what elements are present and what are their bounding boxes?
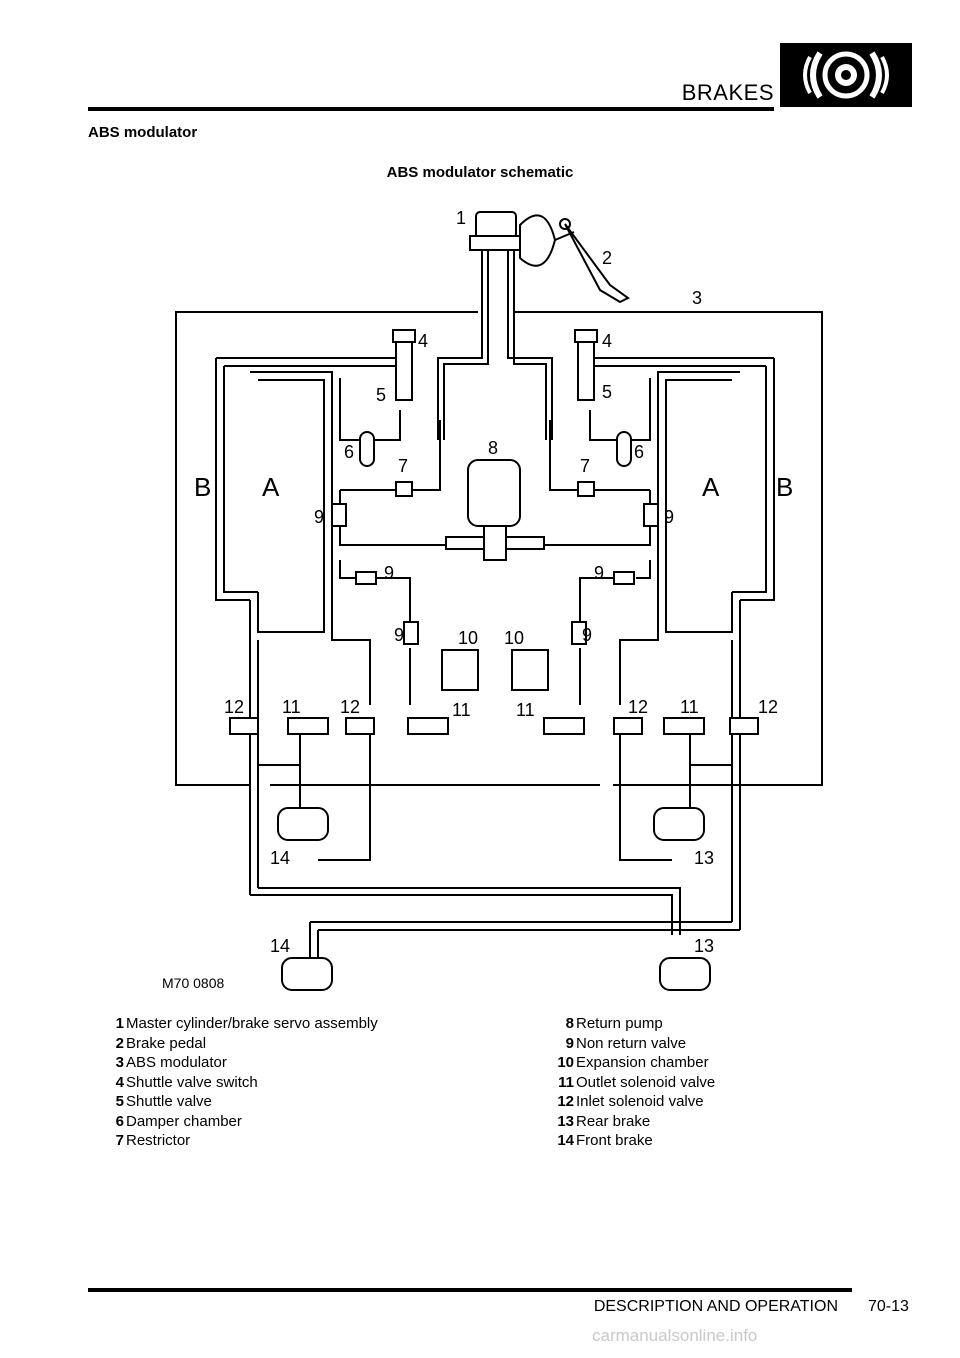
callout-12-b: 12 (340, 697, 360, 717)
callout-11-d: 11 (680, 697, 699, 717)
section-title: ABS modulator (88, 124, 198, 141)
callout-9-e: 9 (394, 625, 404, 645)
callout-9-d: 9 (594, 563, 604, 583)
callout-4-left: 4 (418, 331, 428, 351)
circuit-b-right (590, 357, 775, 601)
callout-10-left: 10 (458, 628, 478, 648)
feed-line-left (437, 236, 483, 440)
circuit-a-left (250, 371, 371, 705)
callout-13-a: 13 (694, 848, 714, 868)
restrictor-right (577, 481, 595, 497)
header-rule (88, 107, 774, 111)
callout-9-a: 9 (314, 507, 324, 527)
callout-2: 2 (602, 248, 612, 268)
figure-caption: ABS modulator schematic (386, 164, 574, 181)
footer-page-number: 70-13 (868, 1298, 909, 1315)
callout-9-c: 9 (384, 563, 394, 583)
callout-9-b: 9 (664, 507, 674, 527)
modulator-outline (175, 311, 823, 786)
callout-1: 1 (456, 208, 466, 228)
master-cylinder (469, 211, 575, 267)
footer-rule (88, 1288, 852, 1292)
callout-10-right: 10 (504, 628, 524, 648)
circuit-label-a-right: A (702, 472, 720, 502)
return-pump (445, 459, 545, 561)
brake-pedal (559, 218, 630, 304)
damper-chamber-left (359, 431, 375, 467)
callout-13-b: 13 (694, 936, 714, 956)
callout-12-a: 12 (224, 697, 244, 717)
brake-calipers (277, 807, 711, 991)
callout-6-right: 6 (634, 442, 644, 462)
circuit-label-b-right: B (776, 472, 793, 502)
page-header-title: BRAKES (681, 80, 774, 105)
callout-5-right: 5 (602, 382, 612, 402)
circuit-a-right (619, 371, 740, 705)
circuit-label-b-left: B (194, 472, 211, 502)
callout-14-a: 14 (270, 848, 290, 868)
callout-7-right: 7 (580, 456, 590, 476)
abs-modulator-schematic: 1 2 3 4 4 5 5 6 6 7 7 8 9 9 9 9 9 9 10 1… (162, 208, 823, 991)
callout-11-b: 11 (452, 700, 471, 720)
shuttle-valve-left (392, 329, 416, 401)
callout-7-left: 7 (398, 456, 408, 476)
restrictor-left (395, 481, 413, 497)
watermark: carmanualsonline.info (592, 1326, 758, 1345)
expansion-chambers (441, 649, 549, 691)
callout-4-right: 4 (602, 331, 612, 351)
shuttle-valve-right (574, 329, 598, 401)
solenoid-valves (229, 717, 759, 735)
feed-line-right (507, 236, 553, 440)
callout-12-c: 12 (628, 697, 648, 717)
brake-disc-icon (780, 43, 912, 107)
callout-14-b: 14 (270, 936, 290, 956)
callout-6-left: 6 (344, 442, 354, 462)
figure-reference: M70 0808 (162, 975, 224, 991)
callout-9-f: 9 (582, 625, 592, 645)
callout-5-left: 5 (376, 385, 386, 405)
callout-3: 3 (692, 288, 702, 308)
footer-section: DESCRIPTION AND OPERATION (593, 1298, 838, 1315)
damper-chamber-right (616, 431, 632, 467)
circuit-b-left (215, 357, 400, 601)
callout-11-a: 11 (282, 697, 301, 717)
callout-8: 8 (488, 438, 498, 458)
feed-line-right-inner (513, 236, 547, 440)
circuit-label-a-left: A (262, 472, 280, 502)
feed-line-left-inner (443, 236, 489, 440)
non-return-valves (331, 503, 659, 645)
callout-12-d: 12 (758, 697, 778, 717)
callout-11-c: 11 (516, 700, 535, 720)
